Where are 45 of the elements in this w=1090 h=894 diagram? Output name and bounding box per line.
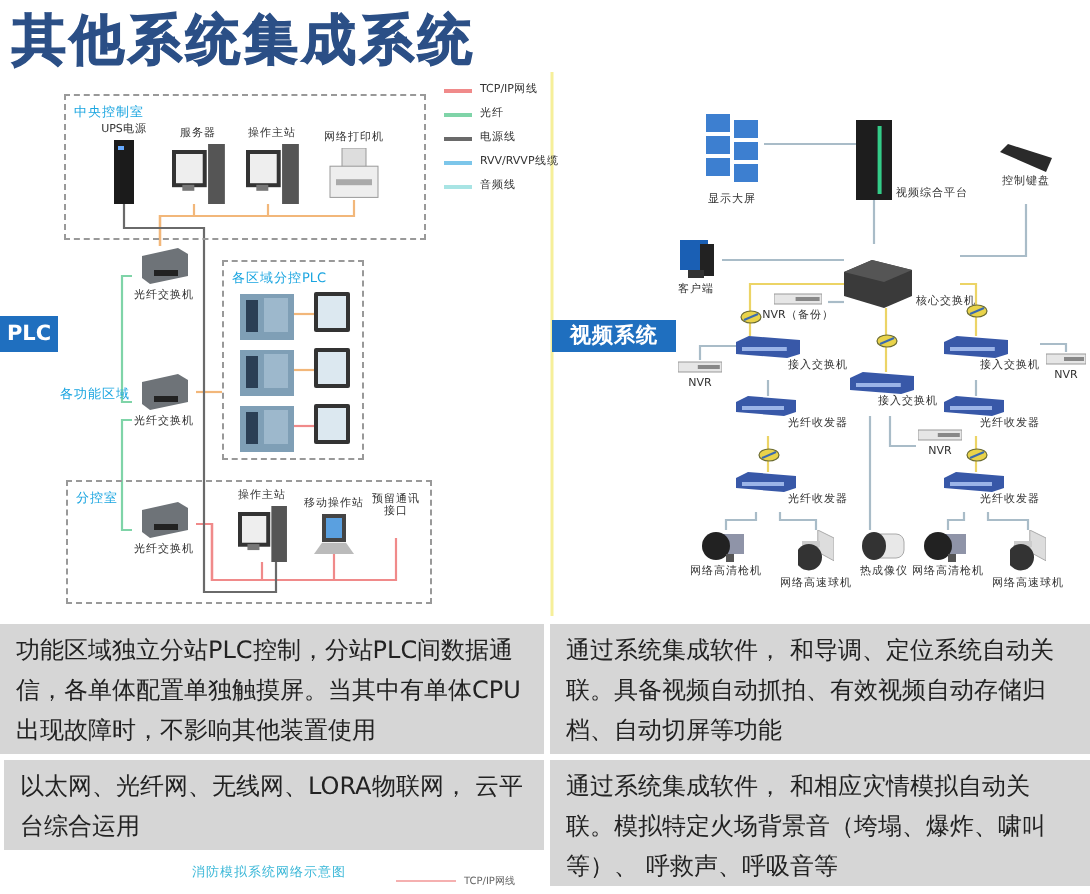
dashed-group-box [64,94,426,240]
connector-line [1040,342,1068,352]
connector-line [294,368,314,372]
connector-line [120,274,132,404]
connector-line [122,204,278,594]
connector-line [196,522,398,582]
connector-line [158,200,356,246]
connector-line [748,282,844,336]
touchscreen-icon [314,292,350,332]
dashed-group-box [66,480,432,604]
connector-line [120,418,132,532]
connector-line [294,312,314,316]
plc-module-icon [240,402,294,452]
text-panel: 通过系统集成软件， 和导调、定位系统自动关联。具备视频自动抓拍、有效视频自动存储归档、自动切屏等功能 [550,624,1090,754]
page-title: 其他系统集成系统 [12,8,476,76]
connector-line [196,390,222,394]
connector-line [986,512,1030,530]
connector-line [868,416,872,530]
text-panel: 以太网、光纤网、无线网、LORA物联网， 云平台综合运用 [4,760,544,850]
plc-module-icon [240,346,294,396]
connector-line [946,512,966,530]
touchscreen-icon [314,348,350,388]
connector-line [884,308,888,372]
text-panel: 通过系统集成软件， 和相应灾情模拟自动关联。模拟特定火场背景音（垮塌、爆炸、啸叫等）、 呼救声、呼吸音等 [550,760,1090,886]
touchscreen-icon [314,404,350,444]
connector-line [766,380,770,396]
dashed-group-box [222,260,364,460]
section-tag: PLC [0,316,58,352]
connector-line [888,416,916,448]
connector-line [698,344,736,360]
connector-line [778,512,818,530]
connector-line [974,380,978,396]
connector-line [960,204,1028,258]
text-panel: 功能区域独立分站PLC控制，分站PLC间数据通信，各单体配置单独触摸屏。当其中有单体CPU出现故障时，不影响其他装置使用 [0,624,544,754]
connector-line [974,436,978,472]
connector-line [764,142,856,146]
connector-line [766,436,770,472]
connector-line [722,258,844,262]
connector-line [828,300,844,304]
section-tag: 视频系统 [552,320,676,352]
connector-line [872,200,876,244]
connector-line [724,512,758,530]
connector-line [294,424,314,428]
connector-line [960,282,978,336]
plc-module-icon [240,290,294,340]
